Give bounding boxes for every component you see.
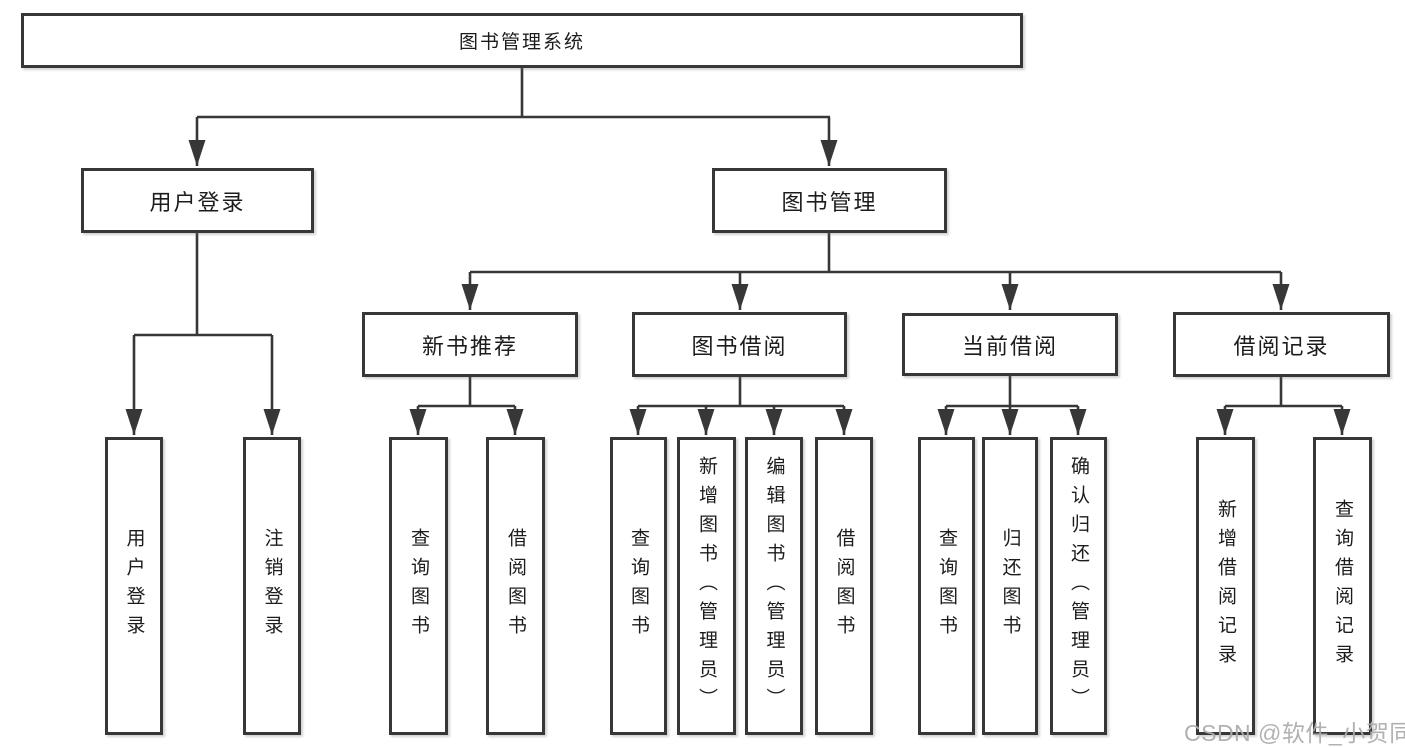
node-label: 图书借阅 xyxy=(691,333,788,359)
node-return-books: 归还图书 xyxy=(982,437,1038,735)
node-edit-books-admin: 编辑图书（管理员） xyxy=(745,437,803,735)
node-new-book-recommendation: 新书推荐 xyxy=(362,312,578,377)
node-label: 图书管理系统 xyxy=(458,32,585,53)
node-add-borrow-record: 新增借阅记录 xyxy=(1196,437,1255,735)
node-borrowing-records: 借阅记录 xyxy=(1173,312,1390,377)
node-label: 查询图书 xyxy=(408,528,429,644)
node-borrow-books-leaf: 借阅图书 xyxy=(815,437,873,735)
node-label: 新增借阅记录 xyxy=(1215,499,1236,673)
node-query-borrow-record: 查询借阅记录 xyxy=(1313,437,1372,735)
node-label: 编辑图书（管理员） xyxy=(763,455,785,717)
node-label: 用户登录 xyxy=(149,189,246,215)
node-user-login: 用户登录 xyxy=(81,168,314,233)
node-query-books-recommend: 查询图书 xyxy=(389,437,448,735)
node-query-books-borrowing: 查询图书 xyxy=(610,437,667,735)
node-label: 借阅记录 xyxy=(1233,333,1330,359)
node-label: 新增图书（管理员） xyxy=(696,455,717,717)
node-label: 归还图书 xyxy=(999,528,1021,644)
node-current-borrowing: 当前借阅 xyxy=(902,313,1118,376)
node-library-system-root: 图书管理系统 xyxy=(21,13,1023,68)
node-label: 图书管理 xyxy=(781,189,878,215)
node-logout-leaf: 注销登录 xyxy=(243,437,301,735)
node-label: 查询借阅记录 xyxy=(1332,499,1353,673)
node-borrow-books-recommend: 借阅图书 xyxy=(486,437,545,735)
node-label: 查询图书 xyxy=(628,528,649,644)
node-label: 用户登录 xyxy=(123,528,145,644)
node-label: 当前借阅 xyxy=(961,333,1058,359)
node-confirm-return-admin: 确认归还（管理员） xyxy=(1050,437,1107,735)
node-book-borrowing: 图书借阅 xyxy=(632,312,847,377)
node-label: 新书推荐 xyxy=(421,333,518,359)
node-label: 借阅图书 xyxy=(505,528,526,644)
node-label: 确认归还（管理员） xyxy=(1068,455,1089,717)
node-user-login-leaf: 用户登录 xyxy=(105,437,163,735)
node-add-books-admin: 新增图书（管理员） xyxy=(677,437,736,735)
node-query-books-current: 查询图书 xyxy=(918,437,975,735)
node-label: 查询图书 xyxy=(936,528,957,644)
node-label: 注销登录 xyxy=(261,528,283,644)
node-book-management: 图书管理 xyxy=(712,168,947,233)
node-label: 借阅图书 xyxy=(833,528,855,644)
csdn-watermark: CSDN @软件_小贺同学 xyxy=(1184,720,1405,746)
